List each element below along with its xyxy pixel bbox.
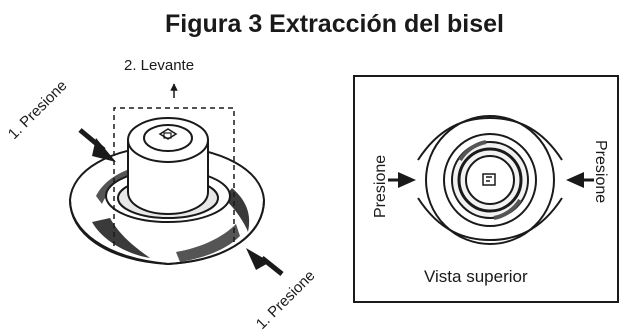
top-press-arrow-left — [398, 172, 416, 188]
press-arrow-left — [78, 128, 116, 162]
press-label-right: 1. Presione — [253, 267, 319, 333]
lift-label: 2. Levante — [124, 57, 194, 74]
top-view-illustration — [417, 115, 563, 245]
top-press-label-right: Presione — [592, 140, 609, 203]
top-view-caption: Vista superior — [424, 267, 528, 286]
lift-guide-box — [113, 107, 235, 246]
figure-title: Figura 3 Extracción del bisel — [164, 10, 504, 38]
press-label-left: 1. Presione — [5, 77, 71, 143]
top-press-arrow-right — [566, 172, 584, 188]
press-arrow-right — [246, 248, 284, 276]
top-press-label-left: Presione — [372, 155, 389, 218]
bezel-device-illustration — [68, 117, 266, 266]
